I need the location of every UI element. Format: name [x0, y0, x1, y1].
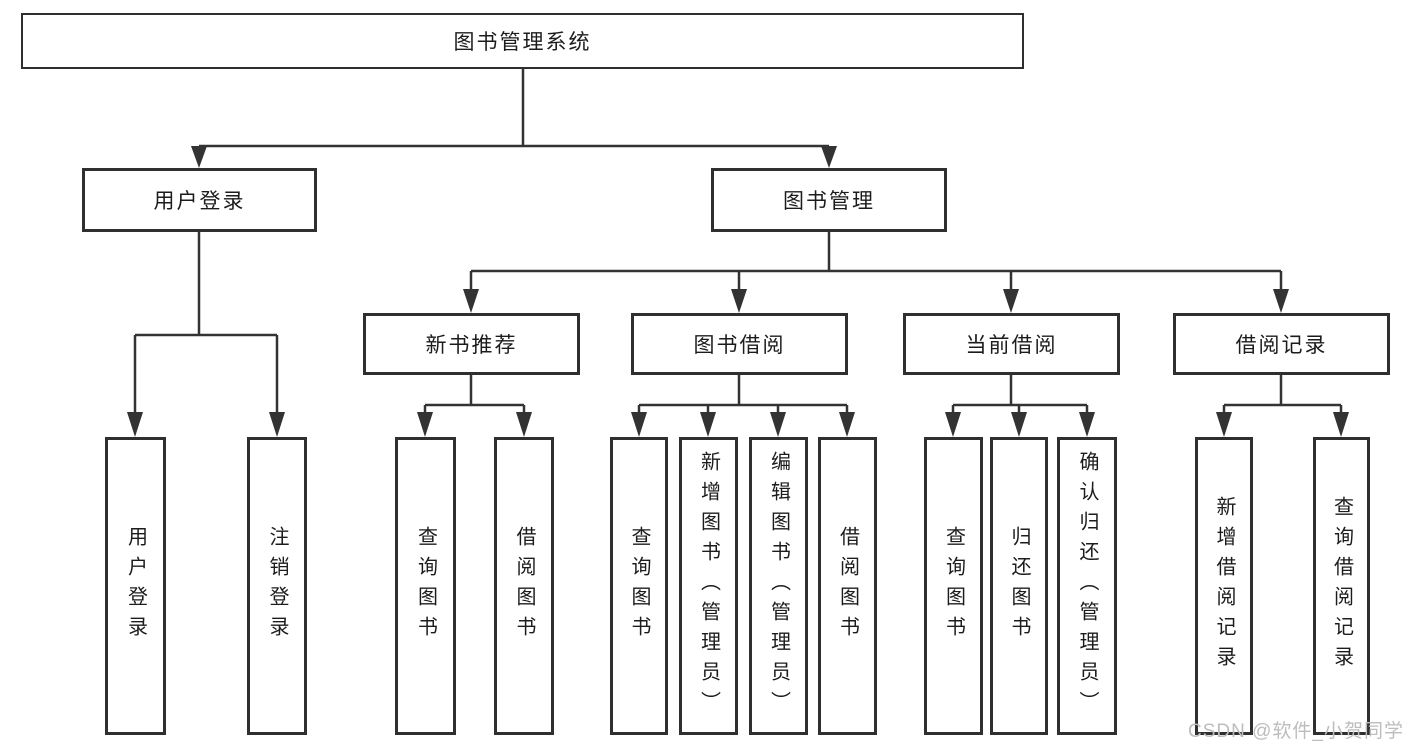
leaf-user-login: 用户登录 — [105, 437, 166, 735]
node-label: 新增图书（管理员） — [697, 451, 720, 721]
leaf-confirm-return-admin: 确认归还（管理员） — [1057, 437, 1117, 735]
leaf-borrow-books-recommend: 借阅图书 — [494, 437, 554, 735]
node-label: 图书管理系统 — [453, 31, 592, 54]
connector-new-book-to-leaves — [417, 375, 532, 437]
node-label: 图书借阅 — [693, 334, 786, 357]
node-label: 查询借阅记录 — [1330, 496, 1353, 676]
leaf-add-books-admin: 新增图书（管理员） — [679, 437, 738, 735]
node-current-borrowing: 当前借阅 — [903, 313, 1120, 375]
leaf-query-books-current: 查询图书 — [924, 437, 983, 735]
connector-current-borrow-to-leaves — [945, 375, 1095, 437]
node-label: 借阅记录 — [1235, 334, 1328, 357]
node-label: 新书推荐 — [425, 334, 518, 357]
leaf-logout: 注销登录 — [247, 437, 307, 735]
csdn-watermark: CSDN @软件_小贺同学 — [1188, 721, 1404, 742]
node-borrowing-records: 借阅记录 — [1173, 313, 1390, 375]
node-label: 注销登录 — [266, 526, 288, 646]
node-book-management: 图书管理 — [711, 168, 947, 232]
node-label: 用户登录 — [124, 526, 147, 646]
node-user-login: 用户登录 — [82, 168, 317, 232]
connector-root-to-level2 — [191, 69, 837, 168]
node-library-management-system: 图书管理系统 — [21, 13, 1024, 69]
node-label: 借阅图书 — [836, 526, 859, 646]
node-label: 确认归还（管理员） — [1076, 451, 1098, 721]
connector-borrow-record-to-leaves — [1216, 375, 1349, 437]
leaf-add-borrow-record: 新增借阅记录 — [1195, 437, 1253, 735]
node-book-borrowing: 图书借阅 — [631, 313, 848, 375]
node-label: 查询图书 — [414, 526, 437, 646]
node-label: 查询图书 — [628, 526, 650, 646]
node-label: 借阅图书 — [513, 526, 535, 646]
node-label: 用户登录 — [153, 190, 246, 213]
leaf-query-borrow-record: 查询借阅记录 — [1313, 437, 1370, 735]
connector-user-login-to-leaves — [127, 232, 285, 437]
leaf-edit-books-admin: 编辑图书（管理员） — [749, 437, 808, 735]
node-label: 查询图书 — [942, 526, 965, 646]
connector-book-borrow-to-leaves — [631, 375, 855, 437]
node-label: 归还图书 — [1008, 526, 1030, 646]
leaf-borrow-books: 借阅图书 — [818, 437, 877, 735]
node-label: 当前借阅 — [965, 334, 1058, 357]
node-new-book-recommendation: 新书推荐 — [363, 313, 580, 375]
node-label: 图书管理 — [783, 190, 875, 213]
leaf-query-books-recommend: 查询图书 — [395, 437, 456, 735]
leaf-query-books-borrow: 查询图书 — [610, 437, 668, 735]
node-label: 编辑图书（管理员） — [767, 451, 790, 721]
connector-book-management-to-level3 — [463, 232, 1289, 313]
leaf-return-books: 归还图书 — [990, 437, 1048, 735]
node-label: 新增借阅记录 — [1213, 496, 1235, 676]
